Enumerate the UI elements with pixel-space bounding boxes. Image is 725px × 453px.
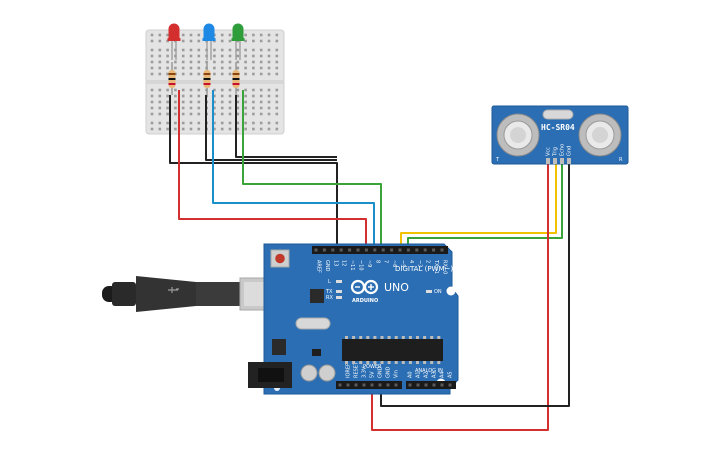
voltage-regulator [272, 339, 286, 355]
breadboard[interactable] [145, 29, 285, 135]
sensor-pin-label: Vcc [546, 147, 552, 156]
resistor-1[interactable] [168, 62, 176, 95]
sensor-right-mark: R [619, 157, 623, 163]
power-pin-label: 3.3V [362, 366, 368, 378]
sensor-pin-label: Trig [553, 147, 559, 157]
sensor-crystal [542, 109, 574, 120]
analog-header [406, 381, 456, 389]
wire-red-led[interactable] [178, 90, 367, 250]
digital-pin-label: 8 [374, 260, 380, 263]
rx-label: RX [326, 295, 333, 301]
digital-pin-label: ~3 [416, 260, 422, 267]
wires [169, 90, 570, 431]
digital-pin-label: ~5 [400, 260, 406, 267]
wire-black-3[interactable] [235, 95, 337, 158]
power-pin-label: Vin [394, 370, 400, 378]
transducer-left [496, 113, 540, 157]
led-blue[interactable] [202, 23, 216, 61]
wire-yellow-trig[interactable] [400, 163, 557, 250]
wire-blue-led[interactable] [212, 90, 375, 250]
reset-button[interactable] [270, 249, 290, 268]
analog-pin-label: A4 [440, 371, 446, 378]
digital-pin-label: 7 [383, 260, 389, 263]
digital-pin-label: ~10 [358, 260, 364, 271]
uno-label: UNO [384, 281, 409, 294]
sensor-pin-label: Gnd [567, 146, 573, 156]
wire-red-vcc[interactable] [371, 163, 549, 431]
digital-pin-label: AREF [316, 260, 322, 273]
wire-green-echo[interactable] [407, 163, 563, 250]
wire-green-led[interactable] [242, 90, 382, 250]
digital-pin-label: ~11 [349, 260, 355, 271]
crystal [295, 317, 331, 330]
power-label: POWER [363, 364, 382, 370]
analog-pin-label: A0 [408, 371, 414, 378]
power-header [336, 381, 402, 389]
on-label: ON [434, 289, 442, 295]
arduino-logo: ARDUINO UNO [350, 279, 409, 304]
capacitor-2 [318, 364, 336, 382]
brand-label: ARDUINO [352, 298, 378, 304]
digital-pin-label: 13 [332, 260, 338, 266]
analog-pin-label: A2 [424, 371, 430, 378]
wire-black-gnd[interactable] [380, 163, 570, 407]
led-group [167, 23, 245, 61]
digital-pin-label: 2 [425, 260, 431, 263]
digital-pin-label: ~6 [391, 260, 397, 267]
atmega-chip [342, 336, 443, 364]
analog-pin-label: A5 [448, 371, 454, 378]
digital-header [312, 246, 448, 254]
tx-label: TX [325, 289, 333, 295]
digital-pin-label: TX→1 [433, 259, 439, 274]
transducer-right [578, 113, 622, 157]
power-pin-label: IOREF [346, 363, 352, 378]
digital-pin-label: 4 [408, 260, 414, 263]
usb-chip [310, 289, 324, 303]
wire-black-2[interactable] [205, 95, 337, 161]
power-jack[interactable] [248, 362, 292, 388]
resistor-3[interactable] [232, 62, 240, 95]
power-pin-label: GND [386, 366, 392, 378]
resistor-2[interactable] [203, 62, 211, 95]
power-pin-label: GND [378, 366, 384, 378]
l-label: L [328, 279, 331, 285]
sensor-left-mark: T [495, 157, 500, 163]
capacitor-1 [300, 364, 318, 382]
sensor-model: HC-SR04 [541, 123, 575, 132]
analog-label: ANALOG IN [415, 368, 443, 374]
power-pin-label: RESET [354, 361, 360, 378]
digital-pin-label: RX←0 [442, 260, 448, 274]
analog-pin-label: A1 [416, 371, 422, 378]
small-component [312, 349, 321, 356]
power-pin-label: 5V [370, 371, 376, 378]
digital-pin-label: 12 [341, 260, 347, 266]
analog-pin-label: A3 [432, 371, 438, 378]
wire-black-1[interactable] [169, 95, 338, 250]
status-leds: L TX RX ON [325, 279, 442, 301]
digital-pin-label: GND [324, 260, 330, 272]
led-green[interactable] [231, 23, 245, 61]
led-red[interactable] [167, 23, 181, 61]
digital-label: DIGITAL (PWM~) [395, 265, 453, 273]
sensor-pin-label: Echo [560, 144, 566, 156]
digital-pin-label: ~9 [366, 260, 372, 267]
